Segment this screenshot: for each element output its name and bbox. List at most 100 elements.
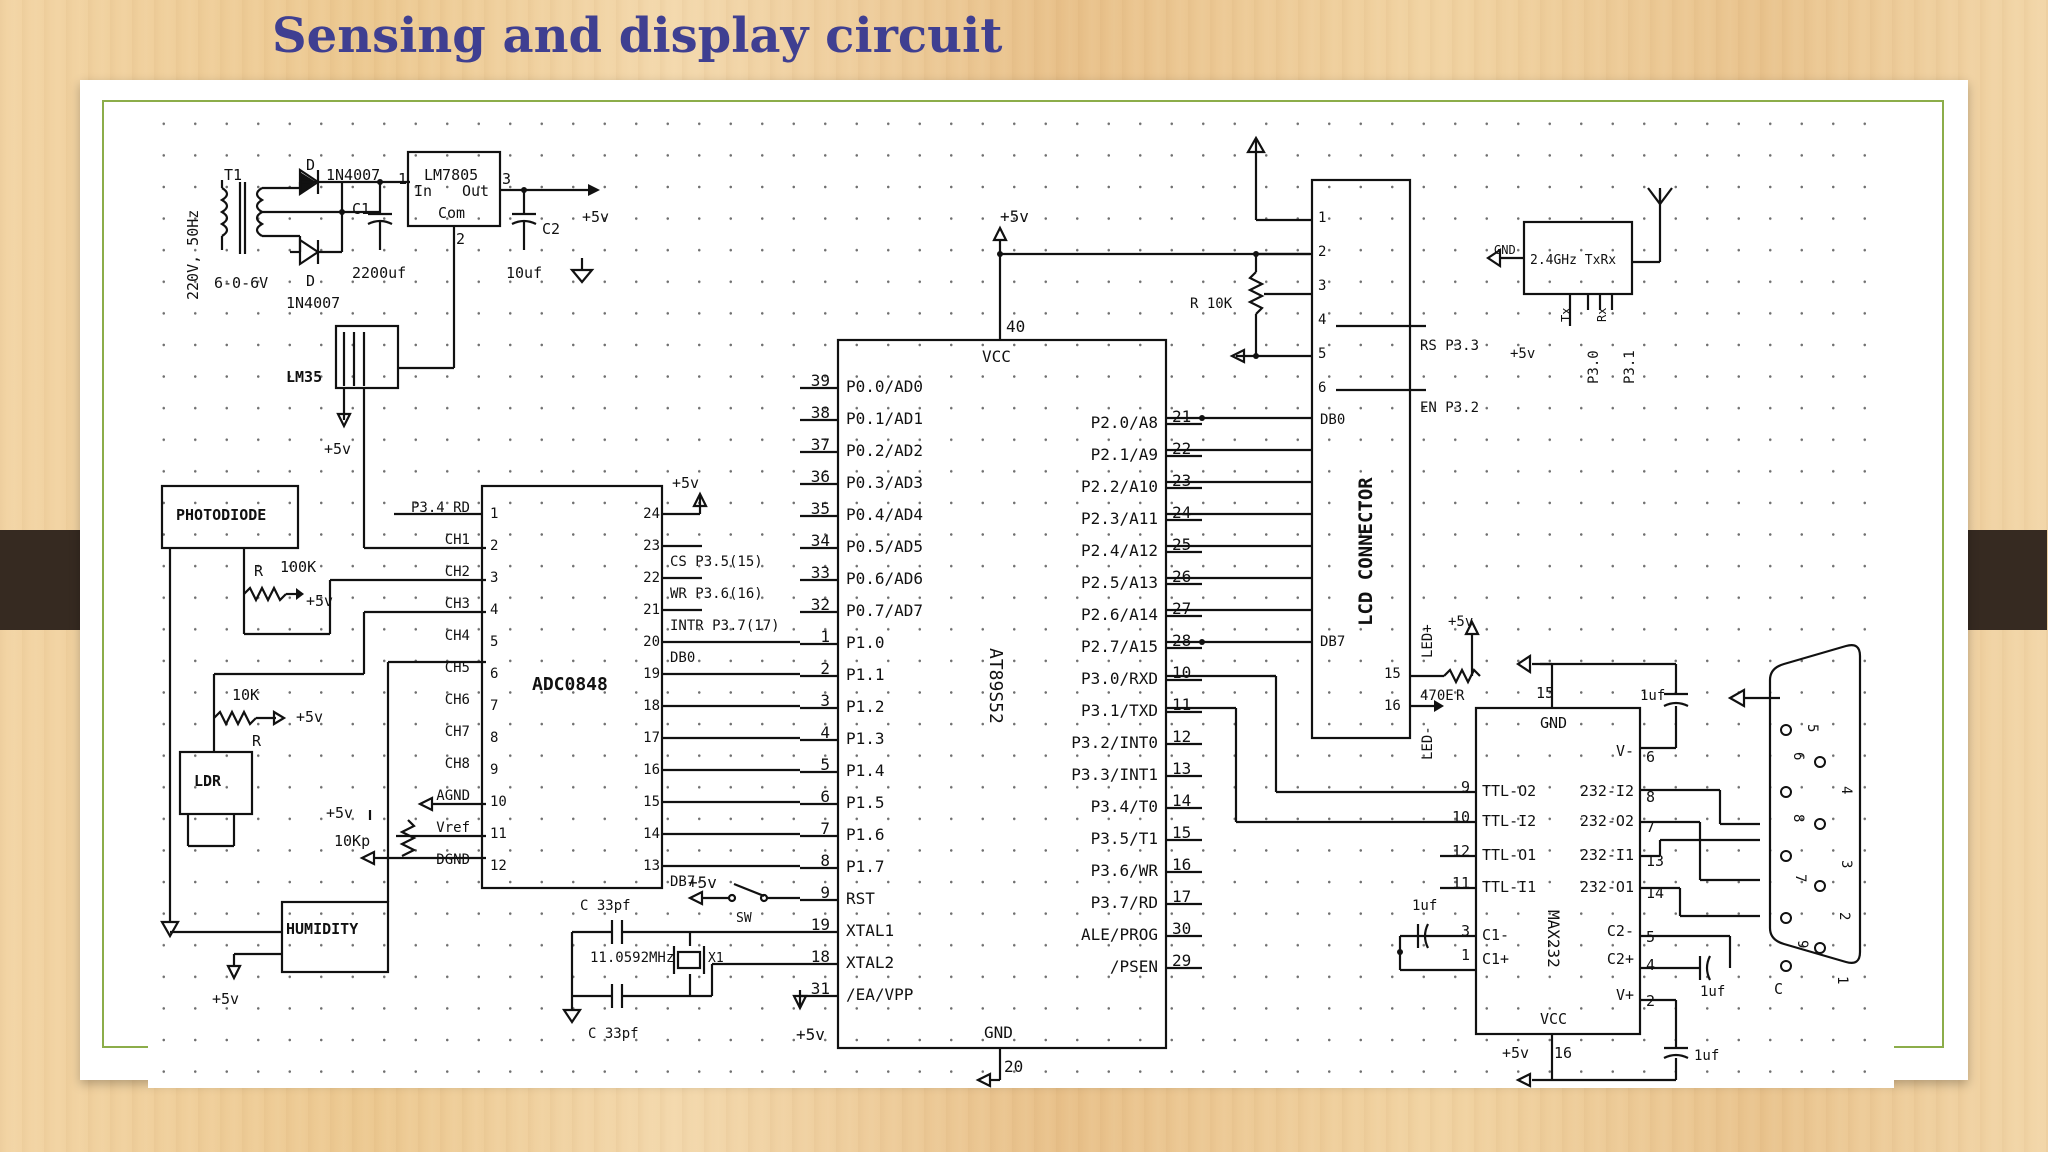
ea-vcc: +5v <box>796 1025 825 1044</box>
max232-pin-signal: 232-I2 <box>1580 782 1634 800</box>
max232-pin-signal: C2- <box>1607 922 1634 940</box>
mcu-pin-number: 14 <box>1172 791 1191 810</box>
adc-pin-signal: DB7 <box>670 874 695 890</box>
rf-vcc: +5v <box>1510 346 1535 362</box>
ldr-sensor <box>178 750 254 816</box>
mcu-pin-signal: P0.1/AD1 <box>846 409 923 428</box>
lcd-pin-number: 4 <box>1318 312 1326 328</box>
db9-pin-number: 6 <box>1790 752 1806 760</box>
max232-pin-number: 12 <box>1452 842 1470 860</box>
max232-gnd-pin: 15 <box>1536 684 1554 702</box>
mcu-pin-signal: XTAL1 <box>846 921 894 940</box>
rst-vcc: +5v <box>688 873 717 892</box>
adc-pin-signal: CH8 <box>445 756 470 772</box>
potentiometer-10k <box>399 819 417 857</box>
max232-pin-number: 11 <box>1452 874 1470 892</box>
c-top-label: C 33pf <box>580 898 631 914</box>
max232-pin-number: 13 <box>1646 852 1664 870</box>
adc-pin-number: 24 <box>643 506 660 522</box>
max232-chip <box>1474 706 1642 1036</box>
resistor-100k <box>243 585 287 603</box>
adc-pin-number: 6 <box>490 666 498 682</box>
max232-pin-number: 6 <box>1646 748 1655 766</box>
max232-pin-number: 3 <box>1461 922 1470 940</box>
mcu-pin-signal: /EA/VPP <box>846 985 913 1004</box>
adc-pin-number: 11 <box>490 826 507 842</box>
mains-label: 220V, 50Hz <box>184 210 202 300</box>
adc-pin-number: 19 <box>643 666 660 682</box>
adc-pin-number: 8 <box>490 730 498 746</box>
mcu-pin-signal: P2.2/A10 <box>1081 477 1158 496</box>
r-ldr-value: 10K <box>232 686 259 704</box>
max232-pin-number: 7 <box>1646 818 1655 836</box>
mcu-pin-number: 4 <box>820 723 830 742</box>
antenna-icon <box>1647 187 1673 206</box>
max232-pin-number: 8 <box>1646 788 1655 806</box>
lcd-contrast-pot <box>1247 271 1265 315</box>
mcu-left-pins: P0.0/AD039P0.1/AD138P0.2/AD237P0.3/AD336… <box>800 371 923 1004</box>
lcd-pin-number: 2 <box>1318 244 1326 260</box>
db9-pin-number: 8 <box>1790 814 1806 822</box>
humidity-label: HUMIDITY <box>286 920 358 938</box>
adc-pin-signal: CH2 <box>445 564 470 580</box>
at89s52-chip <box>836 338 1168 1050</box>
adc-pin-number: 18 <box>643 698 660 714</box>
max232-pin-number: 10 <box>1452 808 1470 826</box>
slide-title: Sensing and display circuit <box>272 8 1003 64</box>
regulator-pin3: 3 <box>502 170 511 188</box>
max232-pin-number: 9 <box>1461 778 1470 796</box>
mcu-gnd-label: GND <box>984 1023 1013 1042</box>
mcu-pin-signal: P1.2 <box>846 697 885 716</box>
lm35-vcc: +5v <box>324 440 351 458</box>
db9-ref: C <box>1774 980 1783 998</box>
crystal-x1 <box>676 950 702 970</box>
lcd-db7: DB7 <box>1320 634 1345 650</box>
mcu-pin-number: 35 <box>811 499 830 518</box>
max232-pin-signal: V+ <box>1616 986 1634 1004</box>
db9-pin-number: 7 <box>1792 874 1808 882</box>
ldr-vcc: +5v <box>296 708 323 726</box>
resistor-10k <box>213 709 257 727</box>
led-resistor-470e <box>1443 667 1481 685</box>
adc-pin-signal: P3.4 RD <box>411 500 470 516</box>
adc-pin-signal: WR P3.6(16) <box>670 586 763 602</box>
lcd-pin-number: 3 <box>1318 278 1326 294</box>
max232-cap1: 1uf <box>1640 688 1665 704</box>
db9-pin-number: 9 <box>1794 940 1810 948</box>
max232-pin-number: 2 <box>1646 992 1655 1010</box>
mcu-pin-number: 13 <box>1172 759 1191 778</box>
mcu-name: AT89S52 <box>985 648 1006 724</box>
mcu-pin-signal: P0.7/AD7 <box>846 601 923 620</box>
adc-pin-number: 16 <box>643 762 660 778</box>
adc-left-pins: 1P3.4 RD2CH13CH24CH35CH46CH57CH68CH79CH8… <box>411 500 507 874</box>
max232-gnd: GND <box>1540 714 1567 732</box>
mcu-pin-signal: RST <box>846 889 875 908</box>
schematic-paper <box>148 104 1894 1088</box>
c2-ref: C2 <box>542 220 560 238</box>
mcu-vcc-label: VCC <box>982 347 1011 366</box>
mcu-pin-signal: P2.4/A12 <box>1081 541 1158 560</box>
mcu-pin-number: 7 <box>820 819 830 838</box>
mcu-pin-signal: P2.5/A13 <box>1081 573 1158 592</box>
rf-tx: Tx <box>1559 308 1573 322</box>
mcu-pin-signal: P3.4/T0 <box>1091 797 1158 816</box>
transformer-label: T1 <box>224 166 242 184</box>
max232-cap4: 1uf <box>1694 1048 1719 1064</box>
mcu-pin-signal: P3.5/T1 <box>1091 829 1158 848</box>
r-pd-value: 100K <box>280 558 316 576</box>
mcu-pin-number: 15 <box>1172 823 1191 842</box>
psu-out-label: +5v <box>582 208 609 226</box>
mcu-pin-signal: P1.6 <box>846 825 885 844</box>
lcd-pin-number: 5 <box>1318 346 1326 362</box>
adc-pin-signal: INTR P3.7(17) <box>670 618 780 634</box>
mcu-pin-number: 21 <box>1172 407 1191 426</box>
db9-pin-number: 5 <box>1804 724 1820 732</box>
mcu-pin-signal: P1.4 <box>846 761 885 780</box>
db9-pin-number: 2 <box>1836 912 1852 920</box>
adc-pin-signal: DB0 <box>670 650 695 666</box>
adc-pin-signal: CH4 <box>445 628 470 644</box>
lcd-connector <box>1310 178 1412 740</box>
